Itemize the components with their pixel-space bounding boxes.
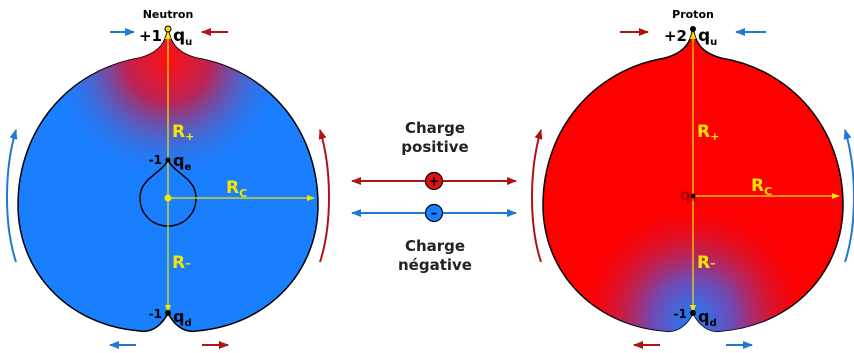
positive-label-line2: positive [401, 138, 468, 156]
negative-label-line2: négative [398, 256, 472, 274]
neutron-r-minus-label: R– [172, 253, 191, 273]
neutron-bottom-quark-dot [165, 310, 171, 316]
proton-bottom-charge: -1 [674, 307, 687, 321]
neutron-top-charge: +1 [139, 27, 162, 45]
neutron-right-rotation-arrow [318, 129, 330, 263]
proton-r-minus-label: R– [697, 253, 716, 273]
neutron-r-plus-label: R+ [172, 122, 194, 143]
plus-symbol: + [429, 175, 440, 190]
proton-diagram: Proton +2 qu q+ -1 qd R+ R– RC [531, 8, 854, 349]
proton-center-quark-dot [690, 193, 696, 199]
neutron-bottom-charge: -1 [149, 307, 162, 321]
proton-left-rotation-arrow [531, 129, 543, 263]
proton-r-plus-label: R+ [697, 122, 719, 143]
neutron-mid-quark-label: qe [173, 151, 191, 173]
neutron-r-c-label: RC [226, 178, 247, 200]
proton-top-quark-dot [690, 26, 696, 32]
neutron-top-quark-dot [164, 25, 172, 33]
neutron-center-dot [164, 194, 172, 202]
neutron-mid-quark-dot [165, 157, 171, 163]
minus-symbol: – [431, 207, 438, 222]
proton-right-rotation-arrow [843, 129, 854, 263]
neutron-mid-charge: -1 [149, 153, 162, 167]
proton-center-quark-label: q+ [680, 186, 698, 206]
neutron-left-rotation-arrow [6, 129, 18, 263]
positive-charge-icon [424, 171, 444, 191]
neutron-top-quark-label: qu [173, 26, 192, 48]
neutron-bottom-quark-label: qd [173, 307, 192, 329]
neutron-title: Neutron [143, 8, 194, 21]
proton-bottom-quark-dot [690, 310, 696, 316]
proton-r-c-label: RC [751, 176, 772, 198]
negative-label-line1: Charge [405, 237, 465, 255]
proton-title: Proton [672, 8, 714, 21]
proton-top-charge: +2 [664, 27, 687, 45]
neutron-diagram: Neutron +1 qu -1 qe -1 qd R+ R– RC [6, 8, 330, 349]
proton-top-quark-label: qu [698, 26, 717, 48]
negative-charge-icon [424, 203, 444, 223]
positive-label-line1: Charge [405, 119, 465, 137]
charge-legend: Charge positive + – Charge négative [351, 119, 517, 274]
proton-bottom-quark-label: qd [698, 307, 717, 329]
